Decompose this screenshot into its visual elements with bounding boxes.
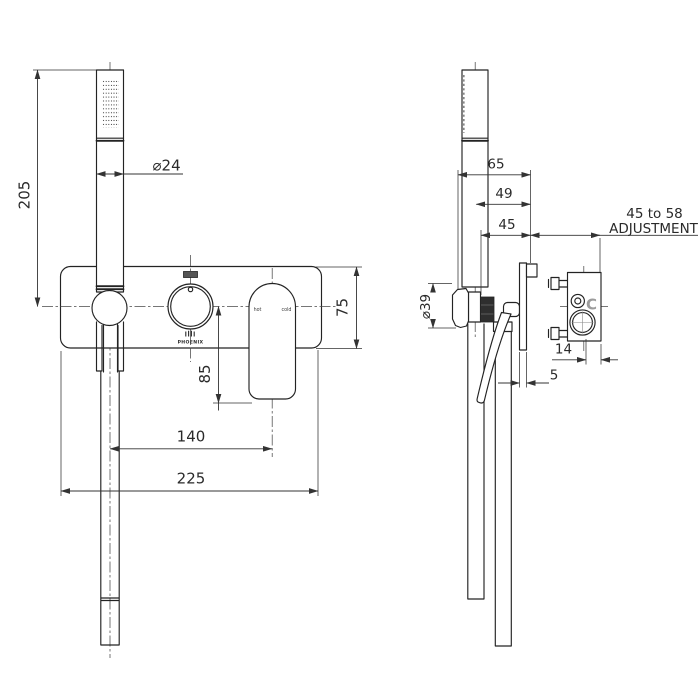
hose-far-side xyxy=(467,323,485,600)
dim-outlet-offset: 14 xyxy=(552,339,618,365)
dim-85-text: 85 xyxy=(196,364,214,383)
inlet-stub-bottom xyxy=(550,326,560,341)
inlet-lines-top xyxy=(547,278,569,289)
dim-5-text: 5 xyxy=(550,368,559,384)
shower-hose-front xyxy=(100,371,120,646)
dim-plate-width: 225 xyxy=(60,350,319,496)
front-view: PHOENIX hot cold 205 ⌀24 75 85 xyxy=(16,62,362,658)
dim-14-text: 14 xyxy=(555,342,572,358)
dim-dia24-text: ⌀24 xyxy=(153,157,181,175)
knurl-lines xyxy=(481,304,494,315)
dim-plate-thickness: 5 xyxy=(498,352,558,388)
dim-65-text: 65 xyxy=(487,157,504,173)
dim-dia39-text: ⌀39 xyxy=(418,294,434,319)
adjustment-label-text: ADJUSTMENT xyxy=(609,221,699,237)
shower-holder-ring xyxy=(91,289,128,327)
holder-knob-side xyxy=(451,287,470,329)
adjustment-range-text: 45 to 58 xyxy=(626,206,683,222)
hose-connector-knurl xyxy=(480,296,495,323)
top-port-outer xyxy=(570,293,585,309)
diverter-dial xyxy=(167,283,214,330)
dim-140-text: 140 xyxy=(177,428,206,446)
dim-225-text: 225 xyxy=(177,470,206,488)
inlet-stub-top xyxy=(550,276,560,291)
dim-adjustment: 45 to 58 ADJUSTMENT xyxy=(530,206,699,272)
mixer-lever-front xyxy=(248,283,297,400)
hose-near-side xyxy=(494,330,512,647)
brand-logo xyxy=(185,330,195,337)
hose-upper-edges xyxy=(102,323,119,373)
dim-holder-diameter: ⌀39 xyxy=(418,283,456,329)
spray-face-dots xyxy=(101,79,119,128)
dim-75-text: 75 xyxy=(334,298,352,317)
dim-overall-height: 205 xyxy=(16,69,96,307)
dial-set-screw xyxy=(183,271,198,278)
valve-body xyxy=(566,271,602,342)
dial-indicator-dot xyxy=(187,286,194,293)
handle-joint-lines xyxy=(95,285,125,291)
dim-45-text: 45 xyxy=(498,217,515,233)
hot-label: hot xyxy=(254,307,262,313)
dim-face-from-wall: 45 xyxy=(480,217,531,295)
outlet-port-outer xyxy=(569,309,596,336)
top-port-inner xyxy=(574,297,582,305)
outlet-crosshair xyxy=(571,311,594,334)
dim-lever-drop: 85 xyxy=(196,306,252,411)
wall-plate-side xyxy=(518,262,528,351)
holder-stem xyxy=(467,291,482,323)
cold-label: cold xyxy=(282,307,292,313)
diverter-dial-inner xyxy=(170,286,211,327)
plate-mount-tab xyxy=(525,263,538,278)
dim-holder-from-wall: 65 xyxy=(457,157,531,290)
inlet-lines-bottom xyxy=(547,328,569,339)
dim-centre-from-wall: 49 xyxy=(475,186,531,208)
dim-centres: 140 xyxy=(109,428,273,452)
dim-plate-height: 75 xyxy=(316,266,362,349)
cold-port-marking: C xyxy=(586,296,597,314)
dim-205-text: 205 xyxy=(16,181,34,210)
mixer-lever-side xyxy=(476,311,512,404)
dim-49-text: 49 xyxy=(495,186,512,202)
dim-hand-shower-diameter: ⌀24 xyxy=(96,157,183,177)
brand-text: PHOENIX xyxy=(178,340,204,346)
hand-shower-handle-side xyxy=(461,69,489,288)
side-view: C 65 49 45 45 to 58 ADJUSTMENT xyxy=(418,62,699,647)
